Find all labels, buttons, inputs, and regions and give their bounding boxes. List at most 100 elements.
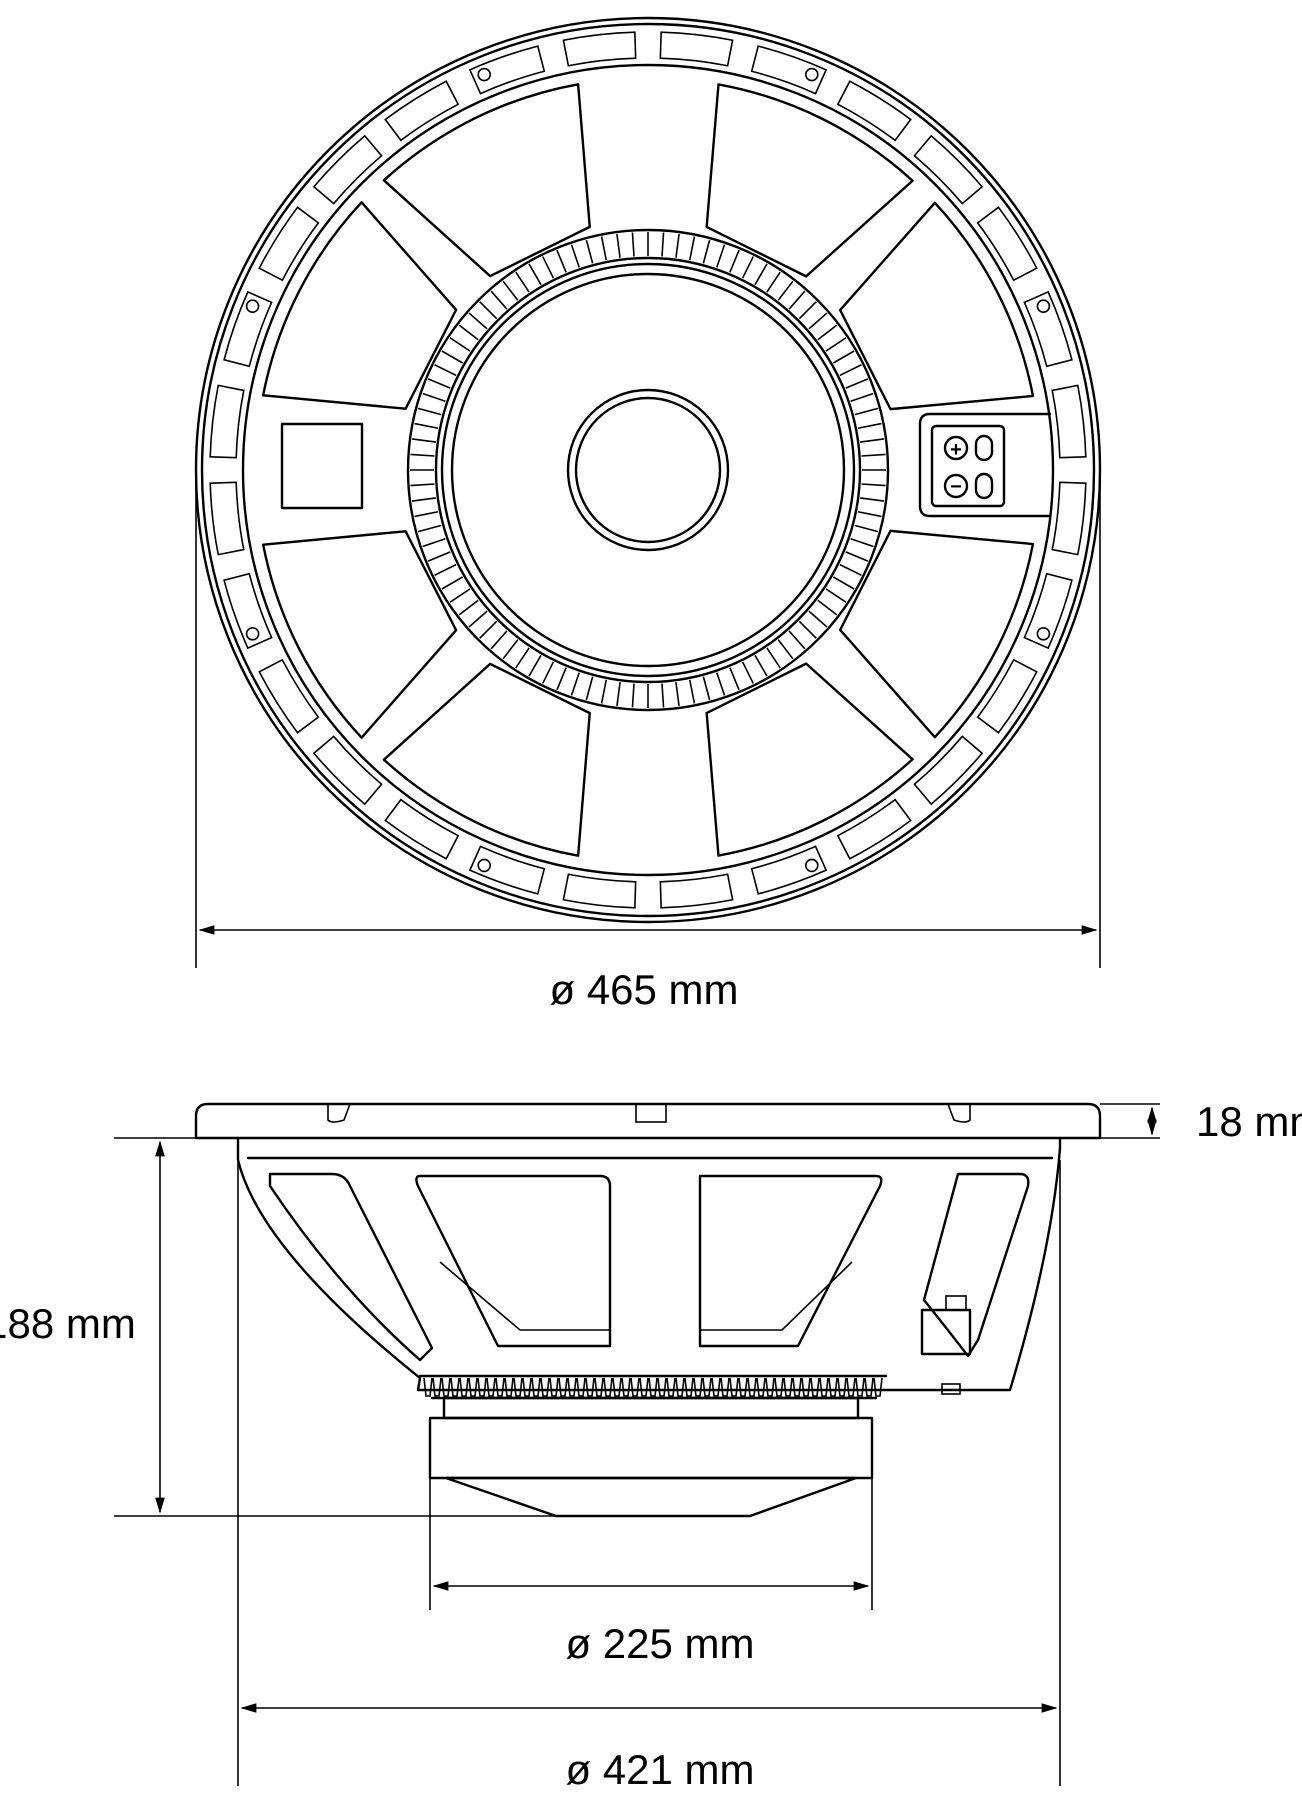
side-fin <box>549 1377 559 1397</box>
mounting-hole <box>1036 626 1051 641</box>
depth-dimension: 188 mm <box>0 1137 556 1517</box>
cooling-fin <box>716 672 726 696</box>
cooling-fin <box>817 599 838 616</box>
side-fin <box>468 1377 478 1397</box>
rim-slot <box>1023 290 1073 368</box>
cooling-fin <box>729 249 740 273</box>
flange <box>194 1102 1102 1140</box>
side-fin <box>783 1377 793 1397</box>
side-fin <box>459 1377 469 1397</box>
flange-thickness-dimension: 18 mm <box>1100 1098 1302 1145</box>
side-fin <box>684 1377 694 1397</box>
side-fin <box>603 1377 613 1397</box>
cooling-fin <box>857 510 882 518</box>
cooling-fin <box>414 422 439 430</box>
cooling-fin <box>411 438 436 443</box>
cooling-fin <box>808 610 828 628</box>
rim-slot <box>1051 384 1087 459</box>
cooling-fin <box>422 538 446 548</box>
cooling-fin <box>490 630 508 650</box>
cooling-fin <box>777 639 794 660</box>
side-window-left <box>268 1172 434 1362</box>
cooling-fin <box>798 301 817 320</box>
basket-window <box>261 530 458 739</box>
cooling-fin <box>661 232 665 257</box>
side-fin <box>747 1377 757 1397</box>
cooling-fin <box>788 630 806 650</box>
rim-slot <box>223 290 273 368</box>
side-fin <box>558 1377 568 1397</box>
side-fin <box>495 1377 505 1397</box>
side-fin <box>567 1377 577 1397</box>
cooling-fin <box>410 453 435 457</box>
side-fin <box>756 1377 766 1397</box>
side-fin <box>639 1377 649 1397</box>
cooling-fin <box>857 422 882 430</box>
cooling-fin <box>616 682 621 707</box>
side-fin <box>621 1377 631 1397</box>
side-fin <box>711 1377 721 1397</box>
side-fin <box>693 1377 703 1397</box>
mounting-hole <box>245 299 260 314</box>
cooling-fin <box>449 337 471 352</box>
cooling-fin <box>570 672 580 696</box>
rim-slot <box>976 658 1038 734</box>
rim-slot <box>1051 481 1087 556</box>
rim-slot <box>750 845 828 895</box>
pole-piece-vent <box>574 396 722 544</box>
cooling-fin <box>427 378 451 389</box>
cooling-fin <box>839 563 862 576</box>
cooling-fin <box>556 667 567 691</box>
side-fin <box>423 1377 433 1397</box>
cooling-fin <box>688 679 696 704</box>
cooling-fin <box>616 233 621 258</box>
side-cooling-fins <box>423 1377 883 1397</box>
cooling-fin <box>490 290 508 310</box>
cooling-fin <box>860 497 885 502</box>
side-fin <box>486 1377 496 1397</box>
side-fin <box>594 1377 604 1397</box>
cooling-fin <box>411 497 436 502</box>
depth-label: 188 mm <box>0 1300 136 1347</box>
cooling-fin <box>414 510 439 518</box>
cutout-diameter-dimension: ø 421 mm <box>237 1160 1061 1793</box>
basket-outline <box>236 1136 1062 1392</box>
rim-slot <box>223 572 273 650</box>
rim-slot <box>562 31 637 67</box>
mounting-pad <box>280 422 364 510</box>
magnet-diameter-dimension: ø 225 mm <box>429 1478 873 1667</box>
cooling-fin <box>854 524 879 533</box>
rim-slot <box>468 845 546 895</box>
cooling-fin <box>458 324 479 341</box>
cooling-fin <box>479 620 498 639</box>
mounting-rim-slots <box>209 31 1087 909</box>
cooling-fin <box>422 392 446 402</box>
side-fin <box>801 1377 811 1397</box>
cooling-fin <box>449 588 471 603</box>
rim-slot <box>209 384 245 459</box>
side-fin <box>513 1377 523 1397</box>
rim-slot <box>384 798 460 860</box>
basket-window <box>705 662 914 857</box>
side-fin <box>864 1377 874 1397</box>
side-fin <box>648 1377 658 1397</box>
rim-slot <box>659 873 734 909</box>
cooling-fin <box>528 263 542 286</box>
basket-window <box>382 83 591 278</box>
cooling-fin <box>832 350 855 364</box>
cooling-fin <box>441 350 464 364</box>
mounting-hole <box>477 858 492 873</box>
cooling-fin <box>441 576 464 590</box>
terminal-block: + − <box>930 424 1006 508</box>
cooling-fin <box>845 378 869 389</box>
rim-slot <box>312 134 383 205</box>
basket-window <box>838 529 1035 739</box>
cooling-fin <box>788 290 806 310</box>
magnet-side <box>428 1416 874 1480</box>
mounting-holes <box>245 67 1051 873</box>
magnet-diameter-label: ø 225 mm <box>565 1620 754 1667</box>
fin-ring-outer <box>406 228 890 712</box>
cooling-fin <box>741 661 754 684</box>
rim-slot <box>468 45 546 95</box>
